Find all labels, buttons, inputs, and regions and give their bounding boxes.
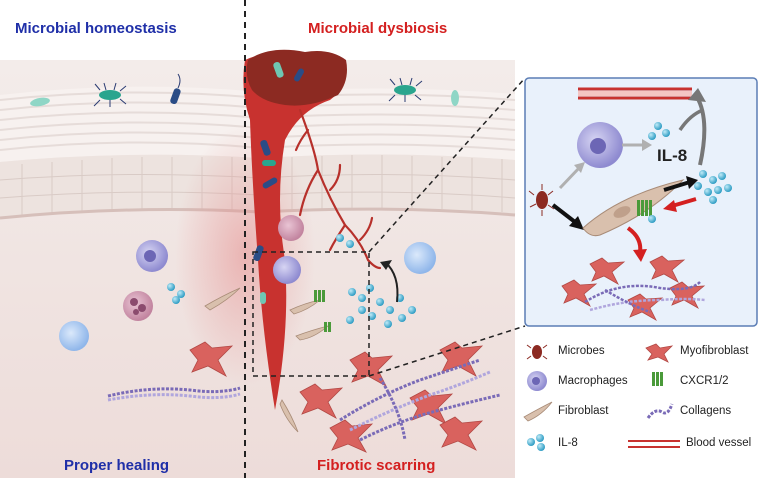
legend-myofibroblast: Myofibroblast bbox=[680, 345, 749, 357]
legend-blood-vessel: Blood vessel bbox=[686, 437, 752, 449]
title-fibrotic-scarring: Fibrotic scarring bbox=[317, 457, 436, 474]
legend-microbes: Microbes bbox=[558, 345, 605, 357]
title-proper-healing: Proper healing bbox=[64, 457, 170, 474]
legend-macrophages: Macrophages bbox=[558, 375, 628, 387]
legend-collagens: Collagens bbox=[680, 405, 732, 417]
blood-vessel-branch bbox=[294, 108, 382, 270]
zoom-line-top bbox=[368, 77, 526, 253]
zoom-box bbox=[252, 251, 370, 377]
immune-cells-left bbox=[59, 215, 436, 351]
fibroblasts-tissue bbox=[204, 287, 329, 433]
inset-panel bbox=[524, 77, 758, 327]
legend-il8: IL-8 bbox=[558, 437, 578, 449]
il8-molecules-tissue bbox=[167, 234, 416, 328]
inset-il8-label: IL-8 bbox=[657, 146, 688, 165]
zoom-line-bottom bbox=[368, 325, 526, 377]
microbes-left bbox=[30, 73, 181, 107]
microbes-right bbox=[253, 61, 459, 304]
collagens-tissue bbox=[107, 358, 501, 442]
title-dysbiosis: Microbial dysbiosis bbox=[308, 20, 448, 37]
legend-fibroblast: Fibroblast bbox=[558, 405, 609, 417]
title-homeostasis: Microbial homeostasis bbox=[15, 20, 177, 37]
cxcr-tissue bbox=[314, 290, 331, 332]
legend-icons bbox=[523, 343, 680, 451]
legend-cxcr: CXCR1/2 bbox=[680, 375, 729, 387]
